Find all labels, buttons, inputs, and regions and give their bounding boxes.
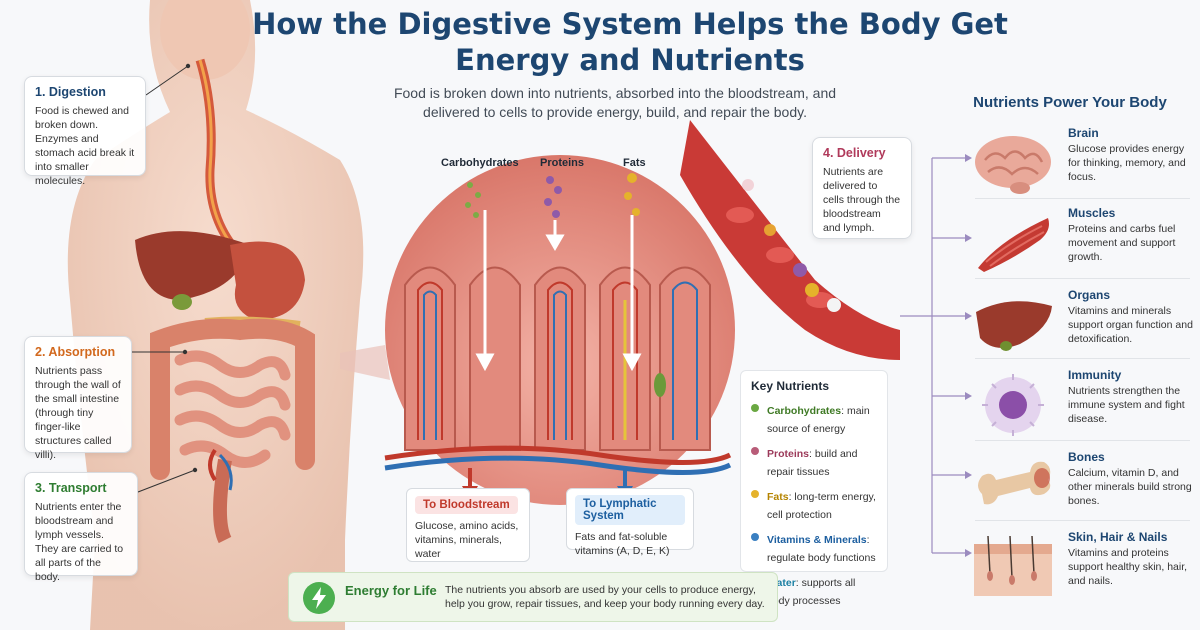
page-title: How the Digestive System Helps the Body … — [252, 7, 1008, 77]
protein-particles — [544, 176, 562, 218]
organ-row-muscles: Muscles Proteins and carbs fuel movement… — [970, 206, 1195, 278]
liver-icon — [976, 301, 1052, 351]
organ-desc: Vitamins and proteins support healthy sk… — [1068, 547, 1188, 587]
villi — [404, 266, 711, 451]
nutrient-particles — [742, 179, 841, 312]
fats-label: Fats — [623, 157, 646, 169]
head-shape — [160, 0, 250, 80]
organ-row-organs: Organs Vitamins and minerals support org… — [970, 288, 1195, 360]
rectum — [213, 458, 232, 544]
transport-text: Nutrients enter the bloodstream and lymp… — [35, 501, 124, 583]
key-nutrients-box: Key Nutrients Carbohydrates: main source… — [740, 370, 888, 607]
organ-name: Skin, Hair & Nails — [1068, 530, 1168, 544]
proteins-dot — [751, 447, 759, 455]
absorption-title: 2. Absorption — [35, 345, 116, 359]
fats-dot — [751, 490, 759, 498]
key-desc: : regulate body functions — [767, 534, 876, 564]
organ-row-brain: Brain Glucose provides energy for thinki… — [970, 126, 1195, 198]
page-subtitle: Food is broken down into nutrients, abso… — [393, 85, 837, 120]
key-nutrients-title: Key Nutrients — [751, 379, 830, 393]
key-desc: : long-term energy, cell protection — [767, 491, 876, 521]
absorption-text: Nutrients pass through the wall of the s… — [35, 365, 121, 461]
carbohydrate-particles — [465, 182, 481, 218]
carbohydrates-dot — [751, 404, 759, 412]
divider — [975, 198, 1190, 199]
bone-icon — [978, 461, 1051, 505]
transport-card: 3. Transport Nutrients enter the bloodst… — [24, 472, 138, 583]
energy-box: Energy for Life The nutrients you absorb… — [288, 572, 778, 622]
lymphatic-text: Fats and fat-soluble vitamins (A, D, E, … — [575, 531, 670, 557]
right-column-title: Nutrients Power Your Body — [973, 94, 1167, 111]
digestion-text: Food is chewed and broken down. Enzymes … — [35, 105, 135, 187]
digestion-card: 1. Digestion Food is chewed and broken d… — [24, 76, 146, 187]
delivery-text: Nutrients are delivered to cells through… — [823, 166, 901, 234]
villi-capillaries — [417, 281, 698, 440]
bloodstream-box: To Bloodstream Glucose, amino acids, vit… — [406, 488, 530, 562]
lymphatic-box: To Lymphatic System Fats and fat-soluble… — [566, 488, 694, 557]
key-name: Carbohydrates — [767, 405, 842, 417]
immune-cell-icon — [982, 374, 1044, 436]
carbohydrates-label: Carbohydrates — [441, 157, 519, 169]
large-intestine — [150, 318, 315, 480]
organ-name: Organs — [1068, 288, 1111, 302]
blood-vessel — [208, 448, 217, 482]
transport-title: 3. Transport — [35, 481, 107, 495]
key-desc: : main source of energy — [767, 405, 870, 435]
bloodstream-text: Glucose, amino acids, vitamins, minerals… — [415, 520, 519, 560]
lymphatic-title: To Lymphatic System — [575, 495, 685, 525]
organ-desc: Glucose provides energy for thinking, me… — [1068, 143, 1186, 183]
divider — [975, 358, 1190, 359]
organ-desc: Vitamins and minerals support organ func… — [1068, 305, 1193, 345]
connector-lines — [900, 154, 972, 557]
organ-desc: Nutrients strengthen the immune system a… — [1068, 385, 1185, 425]
key-item: Fats: long-term energy, cell protection — [751, 487, 877, 523]
absorption-card: 2. Absorption Nutrients pass through the… — [24, 336, 132, 461]
small-intestine — [174, 350, 291, 468]
transport-leader — [137, 469, 196, 493]
key-desc: : supports all body processes — [767, 577, 856, 607]
fat-particles — [624, 173, 640, 216]
proteins-label: Proteins — [540, 157, 585, 169]
key-name: Fats — [767, 491, 789, 503]
zoom-pointer — [340, 345, 390, 380]
divider — [975, 278, 1190, 279]
stomach-organ — [230, 241, 305, 320]
absorption-arrows — [475, 210, 642, 372]
key-item: Carbohydrates: main source of energy — [751, 401, 877, 437]
divider — [975, 520, 1190, 521]
digestion-leader — [145, 65, 189, 96]
key-item: Proteins: build and repair tissues — [751, 444, 877, 480]
organ-name: Immunity — [1068, 368, 1122, 382]
vitamins-dot — [751, 533, 759, 541]
key-name: Vitamins & Minerals — [767, 534, 867, 546]
bloodstream-tube — [680, 120, 900, 360]
energy-text: The nutrients you absorb are used by you… — [445, 584, 765, 610]
delivery-card: 4. Delivery Nutrients are delivered to c… — [812, 137, 912, 239]
brain-icon — [975, 136, 1051, 194]
base-blood-vessel — [384, 445, 732, 465]
skin-icon — [974, 535, 1052, 596]
organ-desc: Proteins and carbs fuel movement and sup… — [1068, 223, 1176, 263]
key-item: Vitamins & Minerals: regulate body funct… — [751, 530, 877, 566]
blood-cells — [726, 207, 834, 308]
gallbladder — [172, 294, 192, 310]
villi-illustration — [340, 120, 900, 505]
organ-row-immunity: Immunity Nutrients strengthen the immune… — [970, 368, 1195, 440]
liver-organ — [135, 231, 250, 300]
bloodstream-title: To Bloodstream — [415, 496, 518, 514]
digestion-title: 1. Digestion — [35, 85, 106, 99]
organ-row-bones: Bones Calcium, vitamin D, and other mine… — [970, 450, 1195, 522]
organ-name: Brain — [1068, 126, 1099, 140]
organ-name: Muscles — [1068, 206, 1116, 220]
energy-title: Energy for Life — [345, 583, 437, 598]
lightning-icon — [303, 582, 335, 614]
muscle-icon — [978, 218, 1049, 272]
organ-row-skin: Skin, Hair & Nails Vitamins and proteins… — [970, 530, 1195, 602]
key-desc: : build and repair tissues — [767, 448, 858, 478]
organ-desc: Calcium, vitamin D, and other minerals b… — [1068, 467, 1192, 507]
organ-name: Bones — [1068, 450, 1105, 464]
key-name: Proteins — [767, 448, 810, 460]
divider — [975, 440, 1190, 441]
delivery-title: 4. Delivery — [823, 146, 886, 160]
